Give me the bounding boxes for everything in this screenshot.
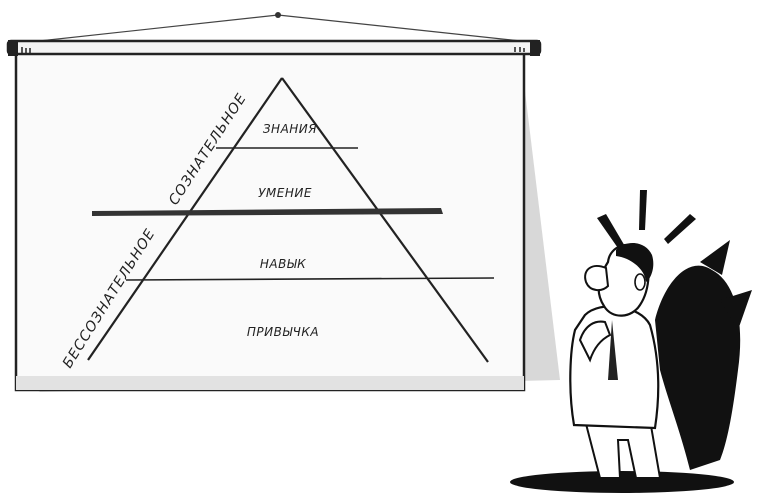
hanging-strings	[29, 12, 531, 43]
ground-shadow	[510, 471, 734, 493]
level-label-habit: ПРИВЫЧКА	[247, 325, 319, 339]
figure-hair	[616, 243, 654, 282]
level-divider-main	[92, 208, 443, 216]
projector-screen	[6, 39, 560, 392]
level-label-habit-skill: НАВЫК	[260, 257, 306, 271]
surprise-lines	[597, 190, 696, 251]
level-label-knowledge: ЗНАНИЯ	[263, 122, 317, 136]
screen-roller	[6, 39, 542, 56]
cartoon-man-figure	[510, 190, 752, 493]
figure-nose	[584, 264, 610, 292]
figure-arm	[578, 320, 612, 363]
level-divider-3	[125, 277, 495, 281]
level-label-skill: УМЕНИЕ	[258, 186, 312, 200]
pyramid-right-edge	[281, 77, 489, 363]
figure-shadow	[655, 265, 741, 470]
figure-trousers	[583, 419, 662, 479]
pyramid-left-edge	[87, 77, 283, 361]
